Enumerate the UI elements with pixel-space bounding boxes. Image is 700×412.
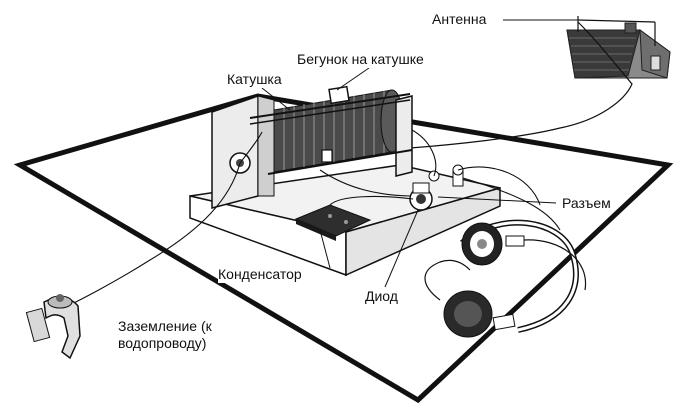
diode-component — [409, 164, 464, 211]
antenna-wire — [409, 16, 656, 149]
capacitor-component — [294, 204, 372, 241]
label-jack: Разъем — [562, 195, 611, 212]
label-antenna: Антенна — [432, 11, 487, 28]
coil-assembly — [211, 85, 413, 209]
platform-outline — [13, 93, 674, 404]
label-ground: Заземление (к водопроводу) — [118, 318, 212, 352]
circuit-wires — [59, 129, 561, 311]
label-coil: Катушка — [227, 71, 282, 88]
headphones — [424, 219, 587, 338]
label-slider: Бегунок на катушке — [297, 51, 424, 68]
water-tap-ground — [25, 294, 81, 360]
leader-lines — [261, 19, 578, 288]
label-capacitor: Конденсатор — [218, 266, 302, 283]
label-diode: Диод — [365, 288, 398, 305]
